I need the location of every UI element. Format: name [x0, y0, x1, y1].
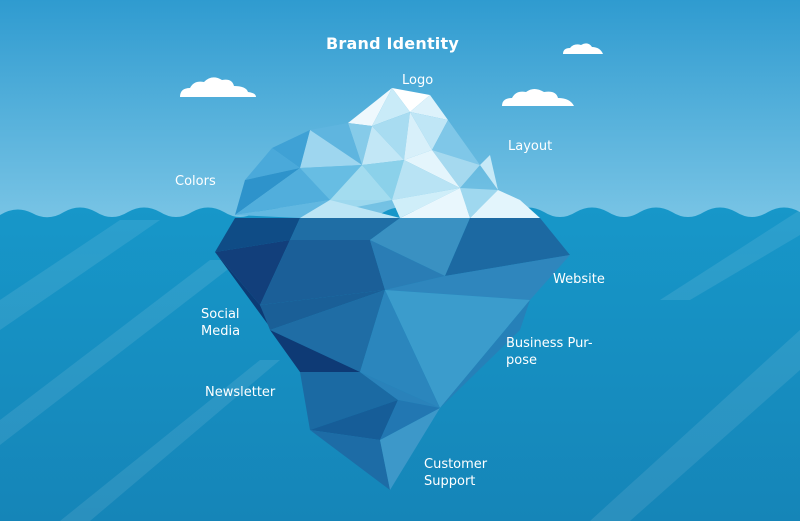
- label-colors: Colors: [175, 174, 216, 189]
- label-business-purpose: Business Pur- pose: [506, 335, 593, 369]
- label-website: Website: [553, 272, 605, 287]
- cloud-icon: [180, 77, 256, 97]
- label-social-media-line2: Media: [201, 324, 241, 339]
- label-logo: Logo: [402, 73, 434, 88]
- label-customer-support: Customer Support: [424, 456, 487, 490]
- label-business-purpose-line1: Business Pur-: [506, 336, 593, 351]
- iceberg-tip: [235, 88, 540, 218]
- cloud-icon: [502, 89, 574, 106]
- label-customer-support-line1: Customer: [424, 457, 488, 472]
- label-newsletter: Newsletter: [205, 385, 276, 400]
- label-social-media: Social Media: [201, 306, 240, 340]
- iceberg-underwater: [215, 218, 570, 490]
- label-business-purpose-line2: pose: [506, 353, 537, 368]
- water-streaks: [0, 210, 800, 521]
- diagram-title: Brand Identity: [326, 34, 459, 53]
- cloud-icon: [563, 43, 603, 54]
- label-social-media-line1: Social: [201, 307, 240, 322]
- label-layout: Layout: [508, 139, 553, 154]
- label-customer-support-line2: Support: [424, 474, 476, 489]
